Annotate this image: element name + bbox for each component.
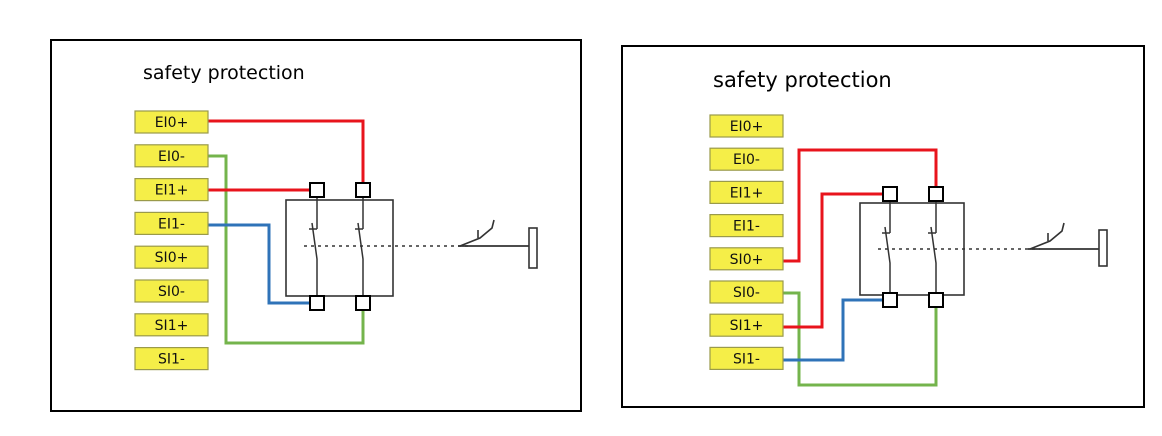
push-hook: [1029, 222, 1065, 250]
wire-ei1: [208, 223, 310, 305]
wires: [208, 119, 365, 345]
terminal-label: SI1-: [158, 352, 185, 368]
contact-blade: [357, 222, 364, 296]
push-head: [528, 227, 538, 269]
terminal-box: [709, 147, 784, 171]
terminal-block: SI1+: [709, 313, 784, 337]
terminal-block: SI0+: [709, 247, 784, 271]
emergency-stop-button-icon: [1028, 222, 1108, 267]
terminal-block: EI1-: [134, 211, 209, 235]
terminal-label: EI0+: [730, 119, 764, 135]
contact-pin: [882, 292, 898, 308]
panel-title: safety protection: [713, 68, 892, 92]
terminal-box: [709, 180, 784, 204]
contact-pin: [309, 182, 325, 198]
wires: [783, 148, 938, 387]
contact-pin: [355, 295, 371, 311]
terminal-label: EI1+: [155, 183, 189, 199]
terminal-block: EI0+: [709, 114, 784, 138]
terminal-box: [134, 144, 209, 168]
push-head: [1098, 229, 1108, 267]
terminal-strip: EI0+ EI0- EI1+ EI1- SI0+ SI0- SI1+ SI1-: [134, 110, 209, 371]
terminal-box: [134, 279, 209, 303]
terminal-block: EI1+: [709, 180, 784, 204]
terminal-block: SI1+: [134, 313, 209, 337]
terminal-label: SI1-: [733, 351, 760, 367]
terminal-box: [709, 346, 784, 370]
wire-si1: [783, 298, 883, 362]
wire-si1plus: [783, 192, 883, 329]
terminal-box: [709, 214, 784, 238]
terminal-block: SI0+: [134, 245, 209, 269]
emergency-stop-button-icon: [458, 219, 538, 269]
switch-enclosure: [285, 199, 394, 297]
terminal-block: EI0-: [134, 144, 209, 168]
contact-blade: [311, 222, 318, 296]
terminal-label: EI0-: [733, 152, 760, 168]
terminal-label: EI1-: [733, 219, 760, 235]
terminal-box: [709, 247, 784, 271]
terminal-block: EI0+: [134, 110, 209, 134]
wire-si0plus: [783, 148, 938, 263]
switch-contact-icon: [859, 186, 1040, 308]
terminal-label: SI1+: [155, 318, 189, 334]
terminal-block: EI0-: [709, 147, 784, 171]
terminal-block: EI1+: [134, 178, 209, 202]
terminal-box: [709, 114, 784, 138]
terminal-box: [134, 245, 209, 269]
contact-pin: [882, 186, 898, 202]
terminal-box: [134, 110, 209, 134]
terminal-box: [709, 280, 784, 304]
contact-pin: [355, 182, 371, 198]
push-hook: [459, 219, 495, 247]
wire-ei0plus: [208, 119, 365, 183]
contact-pin: [928, 186, 944, 202]
terminal-block: SI1-: [709, 346, 784, 370]
terminal-label: SI1+: [730, 318, 764, 334]
terminal-label: EI0-: [158, 149, 185, 165]
terminal-box: [134, 313, 209, 337]
terminal-box: [709, 313, 784, 337]
terminal-label: SI0-: [733, 285, 760, 301]
terminal-strip: EI0+ EI0- EI1+ EI1- SI0+ SI0- SI1+ SI1-: [709, 114, 784, 370]
contact-blade: [884, 226, 891, 293]
terminal-block: SI0-: [134, 279, 209, 303]
terminal-label: SI0-: [158, 284, 185, 300]
wire-ei0: [208, 154, 365, 345]
panel-frame: [621, 45, 1145, 408]
terminal-label: EI0+: [155, 115, 189, 131]
wire-si0: [783, 291, 938, 387]
terminal-label: SI0+: [730, 252, 764, 268]
terminal-block: EI1-: [709, 214, 784, 238]
switch-contact-icon: [285, 182, 470, 311]
terminal-box: [134, 178, 209, 202]
terminal-block: SI0-: [709, 280, 784, 304]
terminal-label: EI1+: [730, 185, 764, 201]
panel-title: safety protection: [143, 62, 305, 84]
terminal-box: [134, 211, 209, 235]
terminal-label: SI0+: [155, 250, 189, 266]
terminal-block: SI1-: [134, 347, 209, 371]
terminal-box: [134, 347, 209, 371]
panel-frame: [50, 39, 582, 412]
contact-blade: [930, 226, 937, 293]
contact-pin: [309, 295, 325, 311]
contact-pin: [928, 292, 944, 308]
terminal-label: EI1-: [158, 216, 185, 232]
